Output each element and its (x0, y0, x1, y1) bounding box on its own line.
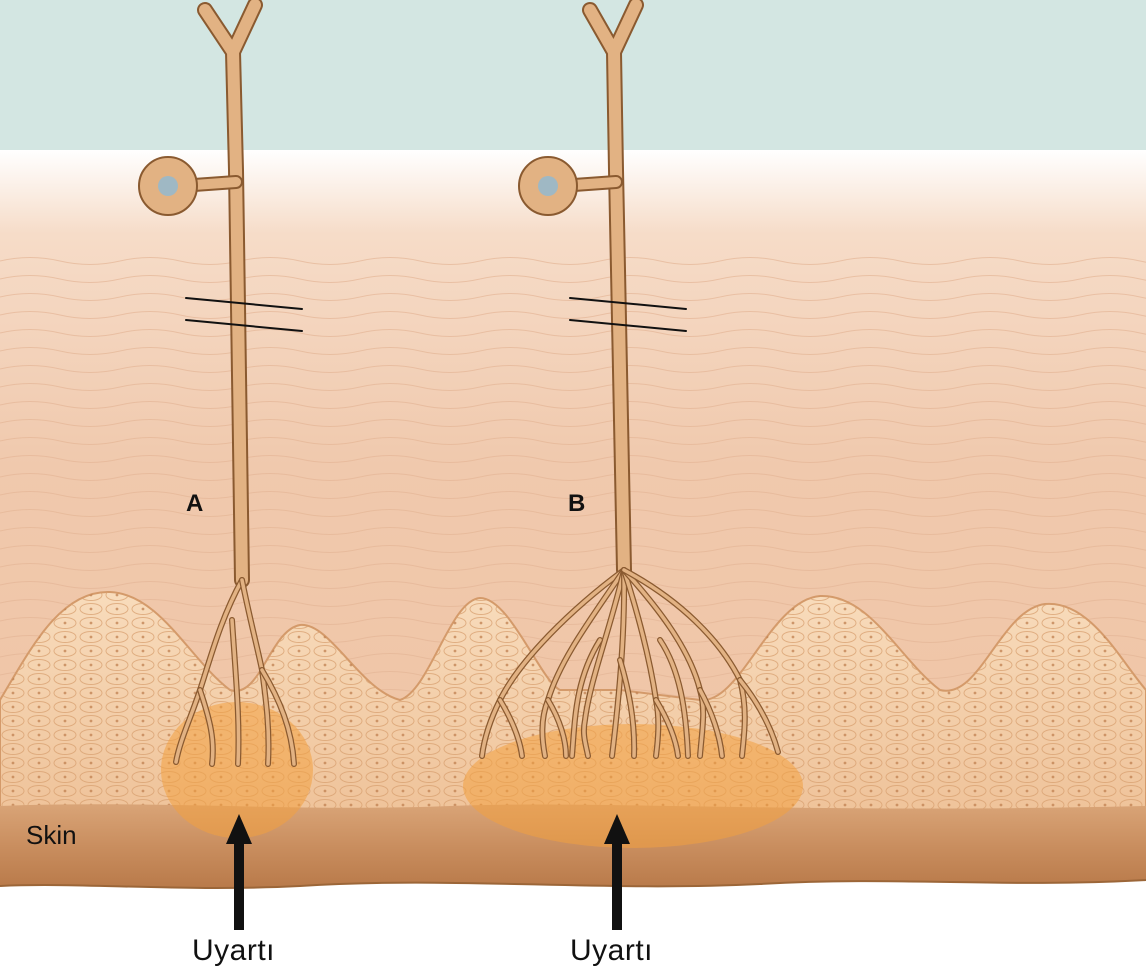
stimulus-label-a: Uyartı (192, 934, 275, 968)
skin-label: Skin (26, 820, 77, 851)
stimulus-label-b: Uyartı (570, 934, 653, 968)
sky-band (0, 0, 1146, 150)
neuron-a-nucleus (158, 176, 178, 196)
neuron-a-label: A (186, 490, 203, 518)
neuron-b-label: B (568, 490, 585, 518)
neuron-b-nucleus (538, 176, 558, 196)
